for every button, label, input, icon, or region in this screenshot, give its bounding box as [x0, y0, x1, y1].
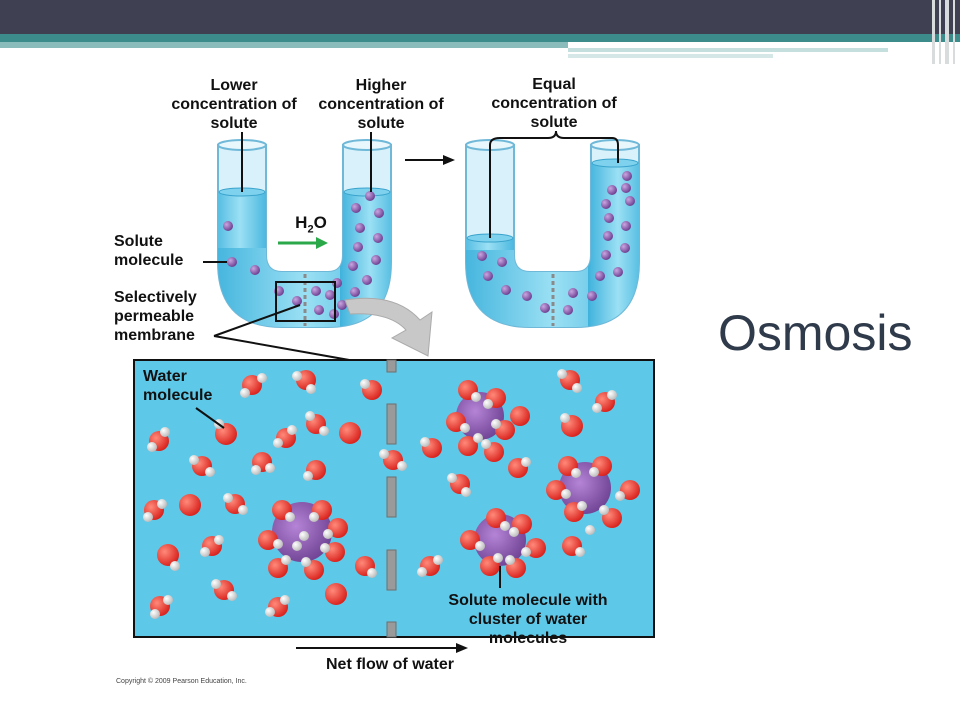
accent-bar-lighter — [568, 48, 888, 52]
label-membrane: Selectively permeable membrane — [114, 289, 197, 344]
title-bar — [0, 0, 960, 34]
copyright-text: Copyright © 2009 Pearson Education, Inc. — [116, 678, 247, 685]
molecular-detail-panel — [133, 359, 655, 638]
label-lower-concentration: Lower concentration of solute — [171, 77, 297, 132]
label-higher-concentration: Higher concentration of solute — [318, 77, 444, 132]
label-water-molecule: Water molecule — [143, 368, 213, 404]
accent-bar-lightest — [568, 54, 773, 58]
label-net-flow: Net flow of water — [325, 656, 454, 673]
accent-bar-light — [0, 42, 568, 48]
u-tube-before — [210, 139, 400, 338]
label-solute-molecule: Solute molecule — [114, 233, 184, 269]
accent-bar — [0, 34, 960, 42]
decorative-stripes — [930, 0, 960, 64]
label-h2o: H2O — [295, 213, 327, 236]
u-tube-after — [458, 139, 648, 340]
label-equal-concentration: Equal concentration of solute — [491, 76, 617, 131]
label-solute-cluster: Solute molecule with cluster of water mo… — [448, 592, 608, 647]
slide-title: Osmosis — [718, 305, 913, 361]
